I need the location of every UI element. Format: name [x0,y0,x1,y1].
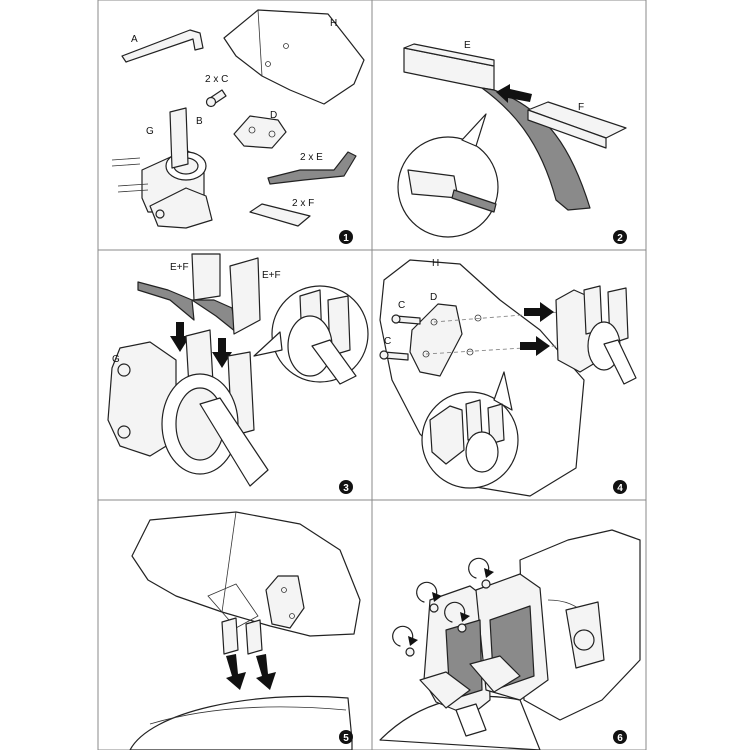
label-b: B [196,116,203,127]
insert-arrow [496,84,532,103]
panel-2: E F 2 [397,40,627,244]
down-arrows [226,654,276,690]
bracket-assembly-bg [111,107,213,229]
pad-f [249,203,311,227]
detail-magnifier [421,371,519,489]
step-number-2: 2 [613,230,627,244]
label-d: D [270,110,277,121]
detail-magnifier [253,285,369,385]
label-c-bottom: C [384,336,391,347]
strip-e [267,151,357,185]
step-number-6: 6 [613,730,627,744]
mounting-plate-d [233,115,287,149]
svg-text:3: 3 [343,483,349,494]
label-f: 2 x F [292,198,314,209]
label-ef-left: E+F [170,262,189,273]
pad-f [527,101,627,149]
strip-ef-left [137,253,221,321]
label-g: G [112,354,120,365]
right-arrows [520,302,554,356]
label-h: H [432,258,439,269]
bracket-assembly [555,285,637,385]
windshield-h [223,9,365,105]
label-d: D [430,292,437,303]
label-f: F [578,102,584,113]
label-g: G [146,126,154,137]
panel-6: 6 [379,529,641,750]
windshield-assembly [131,511,361,655]
detail-magnifier [397,113,499,238]
motorcycle-frame [379,529,641,750]
step-number-3: 3 [339,480,353,494]
screws-c [379,314,421,361]
mounting-plate-d [409,303,482,377]
label-a: A [131,34,138,45]
screw-c [205,89,227,108]
panel-grid [97,0,647,750]
label-c: 2 x C [205,74,228,85]
label-c-top: C [398,300,405,311]
panel-1: A H 2 x C D 2 x E 2 x F [111,9,365,244]
step-number-5: 5 [339,730,353,744]
label-e: 2 x E [300,152,323,163]
strip-ef-right [191,257,261,335]
motorcycle-fairing [129,695,353,750]
label-e: E [464,40,471,51]
down-arrows [170,322,232,368]
svg-text:4: 4 [617,483,623,494]
screw-heads [405,579,491,657]
strip-e [403,43,591,211]
label-h: H [330,18,337,29]
panel-4: H D C C [379,258,637,497]
svg-text:2: 2 [617,233,623,244]
step-number-1: 1 [339,230,353,244]
bracket-g [107,329,269,487]
rotation-arrows [392,557,494,647]
panel-5: 5 [129,511,361,750]
svg-text:5: 5 [343,733,349,744]
label-ef-right: E+F [262,270,281,281]
svg-text:1: 1 [343,233,349,244]
svg-text:6: 6 [617,733,623,744]
step-number-4: 4 [613,480,627,494]
bracket-assembly [419,573,549,737]
hex-key-a [121,29,204,63]
panel-3: E+F E+F G 3 [107,253,369,494]
